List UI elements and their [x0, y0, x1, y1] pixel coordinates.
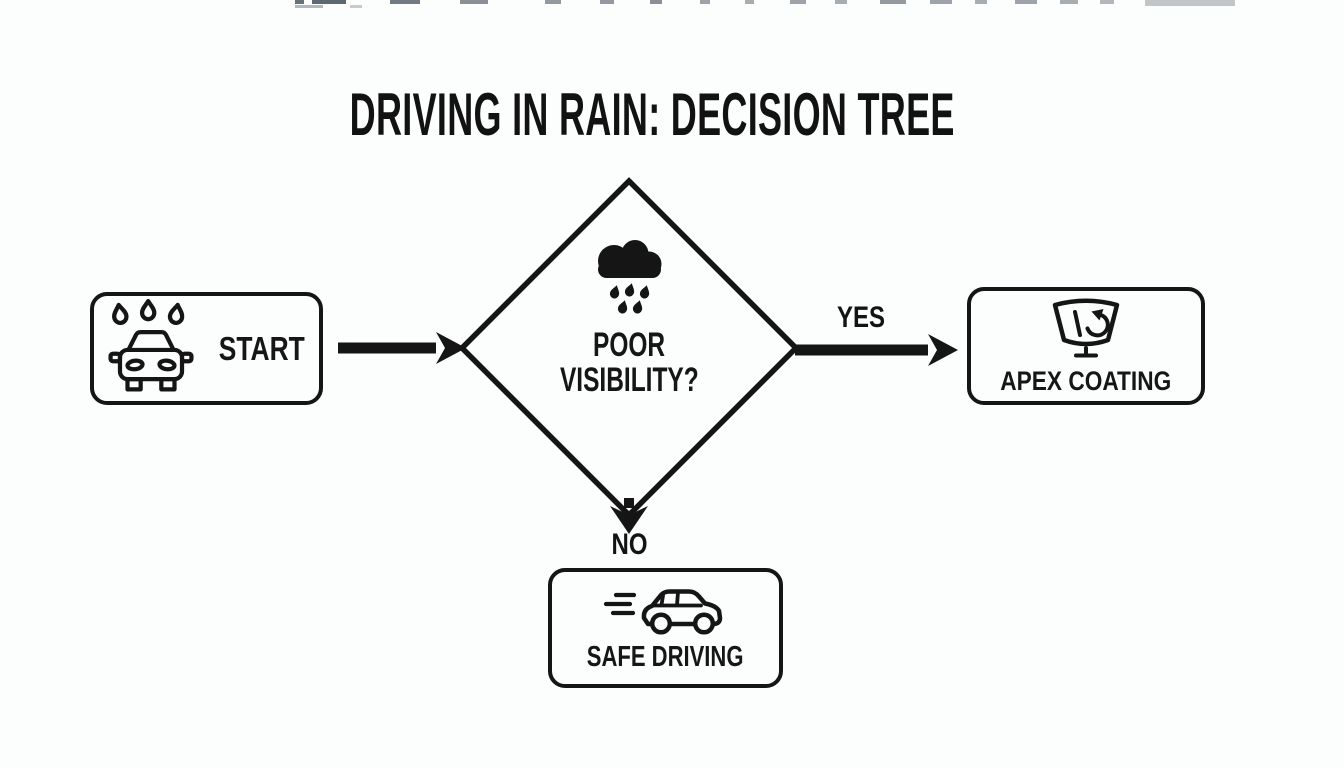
cropped-text-artifact	[0, 0, 1344, 10]
arrow-decision-to-safe	[610, 498, 648, 534]
car-front-rain-icon	[108, 299, 194, 392]
start-label: START	[218, 329, 305, 367]
decision-node: POOR VISIBILITY?	[456, 175, 802, 521]
car-side-motion-icon	[603, 588, 722, 635]
rain-cloud-icon	[598, 239, 662, 315]
no-label: NO	[611, 528, 647, 561]
arrow-start-to-decision	[338, 332, 466, 364]
windshield-coating-icon	[1052, 298, 1120, 358]
decision-label-line1: POOR	[592, 325, 666, 364]
decision-label-line2: VISIBILITY?	[559, 360, 699, 399]
yes-label: YES	[836, 301, 886, 334]
start-node: START	[90, 292, 323, 405]
page-title-text: DRIVING IN RAIN: DECISION TREE	[349, 81, 955, 148]
page-title: DRIVING IN RAIN: DECISION TREE	[0, 80, 1304, 149]
decision-label: POOR VISIBILITY?	[533, 325, 726, 399]
arrow-decision-to-apex	[795, 334, 958, 366]
safe-label: SAFE DRIVING	[587, 640, 744, 673]
apex-node: APEX COATING	[967, 287, 1205, 405]
apex-label: APEX COATING	[1000, 366, 1172, 396]
safe-node: SAFE DRIVING	[548, 568, 783, 688]
